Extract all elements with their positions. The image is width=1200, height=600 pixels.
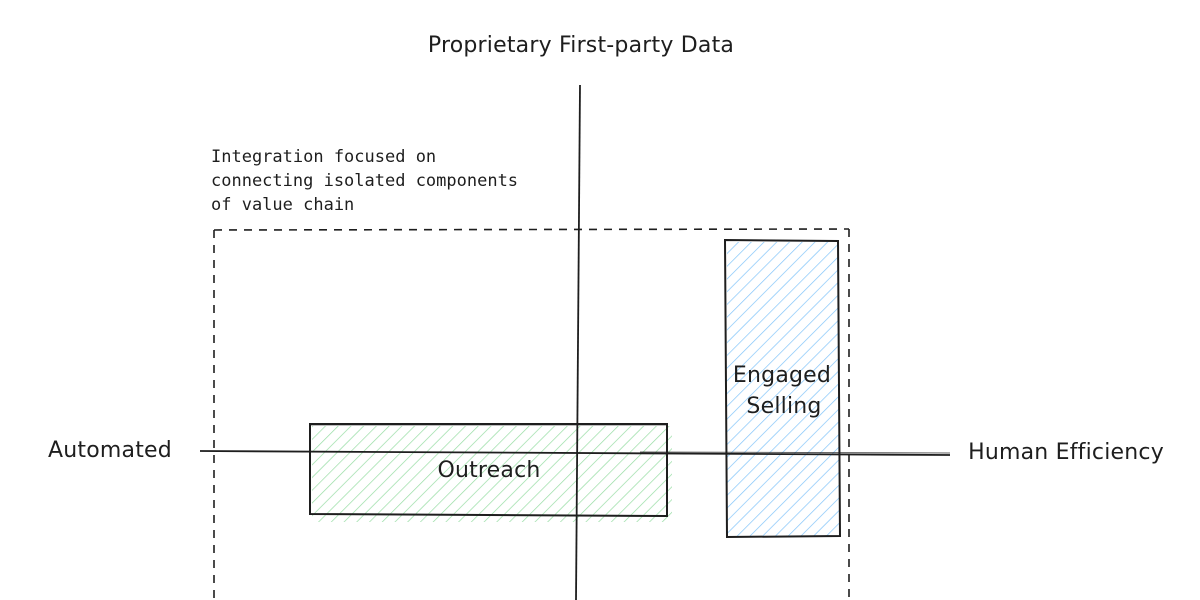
integration-region	[213, 228, 850, 600]
engaged-selling-label-line2: Selling	[746, 394, 821, 419]
note-line-3: of value chain	[211, 195, 354, 215]
top-axis-label: Proprietary First-party Data	[428, 33, 734, 58]
note-line-2: connecting isolated components	[211, 171, 518, 191]
horizontal-axis	[199, 450, 951, 456]
left-axis-label: Automated	[48, 438, 172, 463]
right-axis-label: Human Efficiency	[968, 440, 1164, 465]
integration-note: Integration focused on connecting isolat…	[211, 147, 518, 215]
engaged-selling-box	[723, 238, 842, 539]
note-line-1: Integration focused on	[211, 147, 436, 167]
engaged-selling-label-line1: Engaged	[733, 363, 831, 388]
vertical-axis	[575, 84, 581, 600]
outreach-label: Outreach	[437, 458, 540, 483]
outreach-box	[309, 423, 672, 522]
